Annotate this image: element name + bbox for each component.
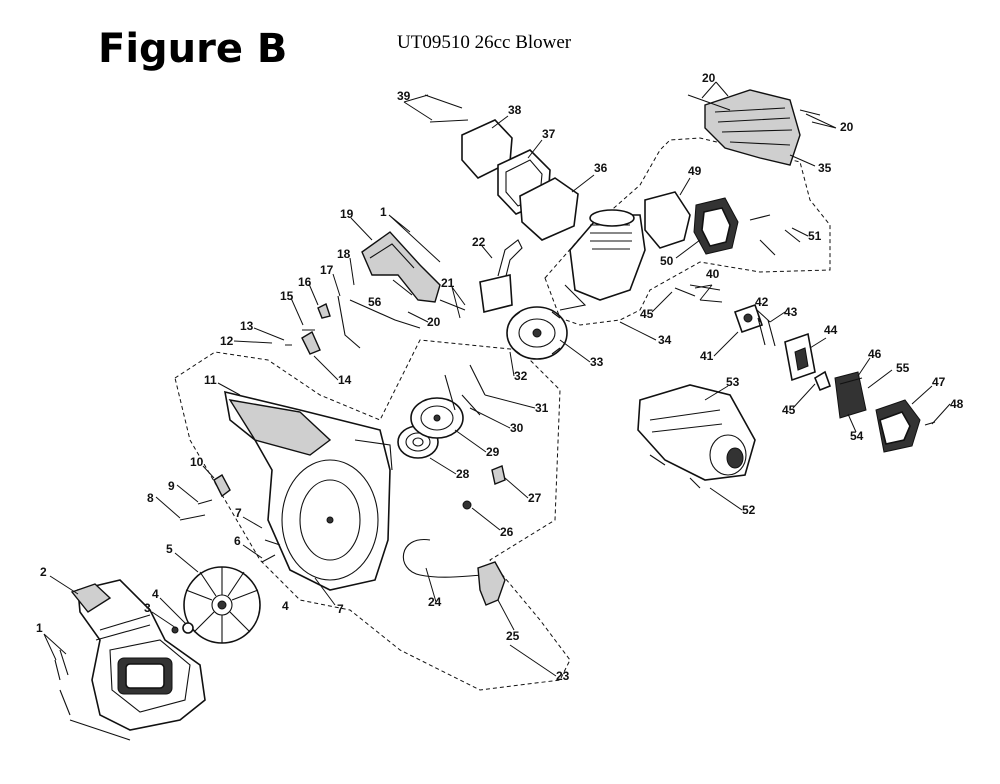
callout-34: 34 bbox=[658, 333, 672, 347]
callout-27: 27 bbox=[528, 491, 542, 505]
callout-51: 51 bbox=[808, 229, 822, 243]
callout-48: 48 bbox=[950, 397, 964, 411]
part-throttle-handle bbox=[361, 231, 441, 303]
callout-17: 17 bbox=[320, 263, 334, 277]
part-impeller-fan bbox=[183, 566, 261, 644]
callout-1: 1 bbox=[36, 621, 43, 635]
callout-50: 50 bbox=[660, 254, 674, 268]
callout-37: 37 bbox=[542, 127, 556, 141]
engine-assembly-outline bbox=[544, 137, 831, 326]
part-air-box bbox=[875, 399, 921, 453]
callout-5: 5 bbox=[166, 542, 173, 556]
callout-44: 44 bbox=[824, 323, 838, 337]
callout-24: 24 bbox=[428, 595, 442, 609]
callout-7: 7 bbox=[337, 602, 344, 616]
fasteners bbox=[54, 94, 936, 741]
callout-22: 22 bbox=[472, 235, 486, 249]
callout-16: 16 bbox=[298, 275, 312, 289]
callout-20: 20 bbox=[840, 120, 854, 134]
callout-39: 39 bbox=[397, 89, 411, 103]
callout-45: 45 bbox=[782, 403, 796, 417]
callout-28: 28 bbox=[456, 467, 470, 481]
callout-30: 30 bbox=[510, 421, 524, 435]
part-flywheel bbox=[506, 306, 568, 360]
callout-2: 2 bbox=[40, 565, 47, 579]
figure-title: Figure B bbox=[98, 26, 287, 72]
part-fuel-tank bbox=[637, 384, 756, 481]
callout-43: 43 bbox=[784, 305, 798, 319]
callout-12: 12 bbox=[220, 334, 234, 348]
callout-8: 8 bbox=[147, 491, 154, 505]
part-muffler-plate bbox=[693, 197, 739, 255]
callout-53: 53 bbox=[726, 375, 740, 389]
callout-54: 54 bbox=[850, 429, 864, 443]
callout-56: 56 bbox=[368, 295, 382, 309]
callout-1: 1 bbox=[380, 205, 387, 219]
callout-41: 41 bbox=[700, 349, 714, 363]
callout-15: 15 bbox=[280, 289, 294, 303]
callout-40: 40 bbox=[706, 267, 720, 281]
part-starter-pulley bbox=[410, 397, 464, 439]
callout-19: 19 bbox=[340, 207, 354, 221]
part-insulator bbox=[733, 303, 764, 334]
callout-7: 7 bbox=[235, 506, 242, 520]
callout-numbers: 1 1 2 3 4 4 5 6 7 7 8 9 10 11 12 13 14 1… bbox=[36, 71, 964, 683]
callout-45: 45 bbox=[640, 307, 654, 321]
callout-36: 36 bbox=[594, 161, 608, 175]
housing-assembly-outline bbox=[174, 339, 571, 691]
callout-18: 18 bbox=[337, 247, 351, 261]
part-blower-outlet-housing bbox=[70, 579, 206, 731]
part-starter-rope bbox=[402, 539, 489, 578]
callout-31: 31 bbox=[535, 401, 549, 415]
part-blower-housing bbox=[223, 390, 393, 591]
part-engine bbox=[559, 209, 646, 311]
part-carburetor bbox=[834, 371, 867, 419]
part-starter-handle bbox=[477, 561, 506, 606]
callout-6: 6 bbox=[234, 534, 241, 548]
figure-subtitle: UT09510 26cc Blower bbox=[397, 32, 572, 53]
callout-20: 20 bbox=[427, 315, 441, 329]
callout-33: 33 bbox=[590, 355, 604, 369]
callout-32: 32 bbox=[514, 369, 528, 383]
callout-52: 52 bbox=[742, 503, 756, 517]
callout-13: 13 bbox=[240, 319, 254, 333]
callout-4: 4 bbox=[282, 599, 289, 613]
part-ignition-coil bbox=[479, 239, 523, 313]
part-gasket bbox=[644, 191, 691, 249]
callout-21: 21 bbox=[441, 276, 455, 290]
callout-14: 14 bbox=[338, 373, 352, 387]
part-carburetor-gasket bbox=[784, 332, 816, 382]
callout-35: 35 bbox=[818, 161, 832, 175]
callout-9: 9 bbox=[168, 479, 175, 493]
part-air-filter-base bbox=[519, 177, 579, 241]
leader-lines bbox=[43, 81, 951, 677]
callout-23: 23 bbox=[556, 669, 570, 683]
callout-20: 20 bbox=[702, 71, 716, 85]
callout-42: 42 bbox=[755, 295, 769, 309]
callout-55: 55 bbox=[896, 361, 910, 375]
part-engine-shroud bbox=[704, 89, 801, 166]
callout-49: 49 bbox=[688, 164, 702, 178]
callout-47: 47 bbox=[932, 375, 946, 389]
callout-11: 11 bbox=[204, 373, 217, 387]
callout-3: 3 bbox=[144, 601, 151, 615]
callout-25: 25 bbox=[506, 629, 520, 643]
callout-4: 4 bbox=[152, 587, 159, 601]
callout-46: 46 bbox=[868, 347, 882, 361]
callout-29: 29 bbox=[486, 445, 500, 459]
callout-26: 26 bbox=[500, 525, 514, 539]
callout-10: 10 bbox=[190, 455, 204, 469]
callout-38: 38 bbox=[508, 103, 522, 117]
